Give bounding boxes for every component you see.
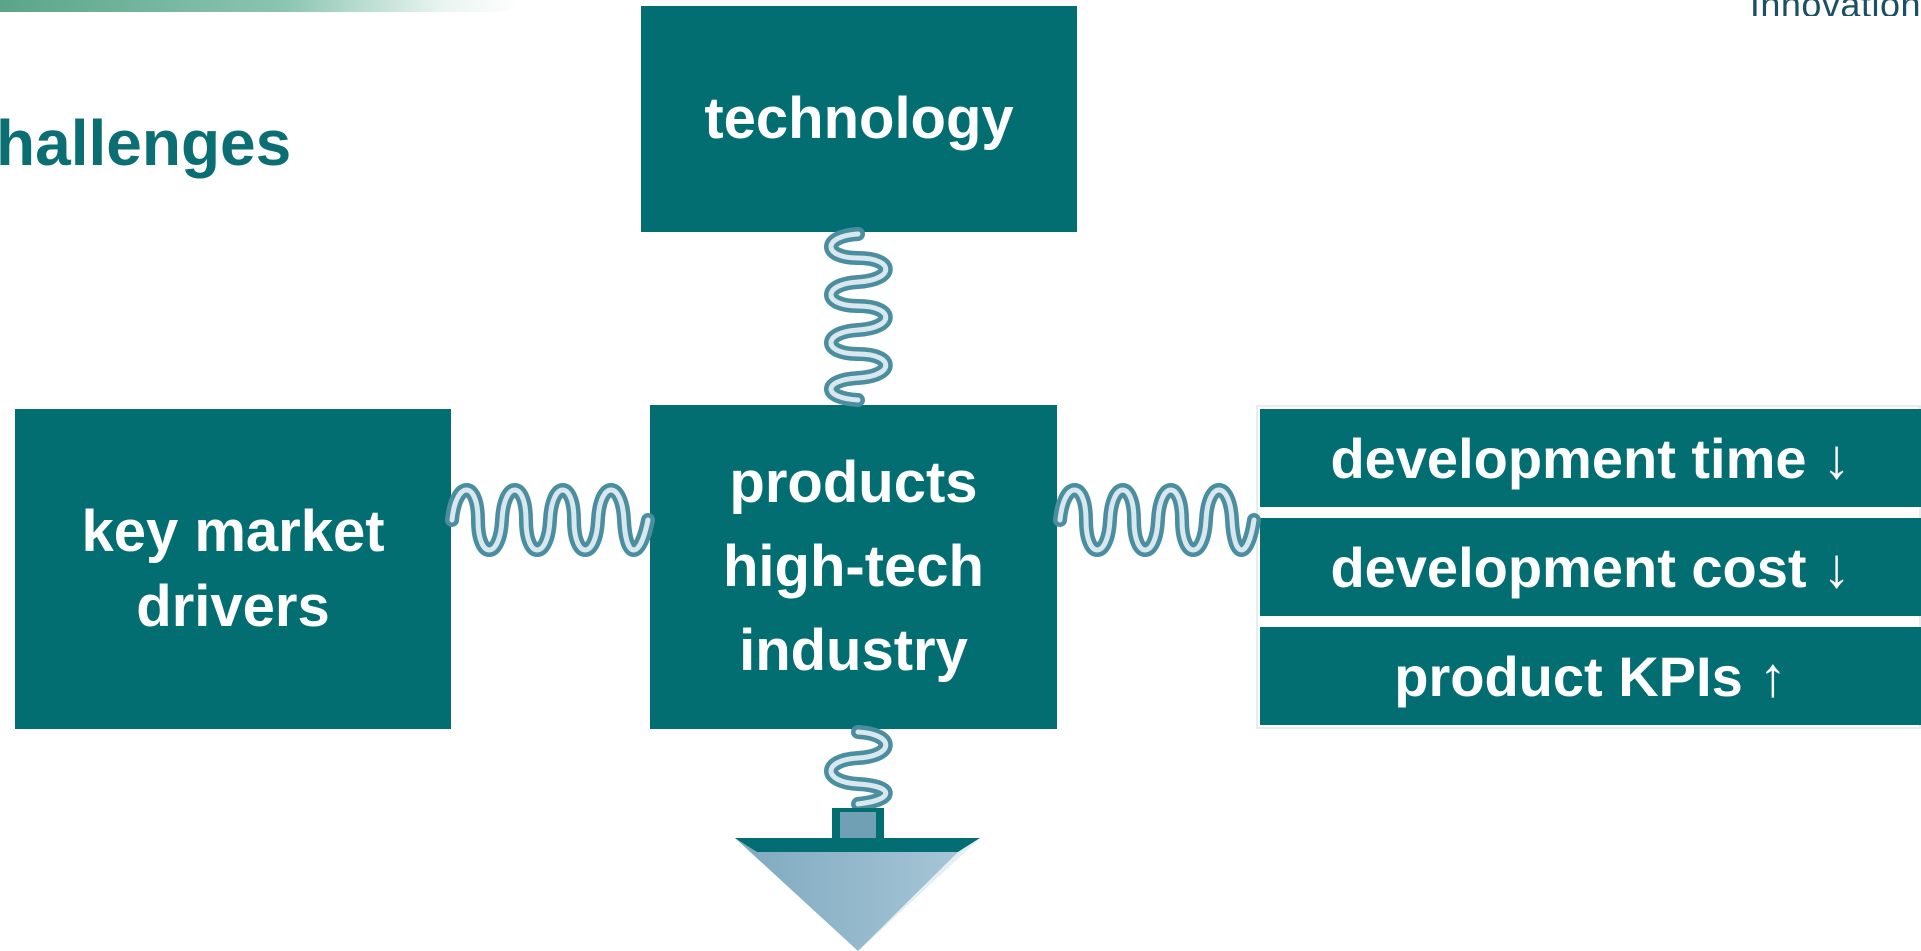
products-box: products high-tech industry [650, 405, 1057, 729]
page-title: hallenges [0, 107, 292, 179]
result-label: product KPIs [1394, 644, 1743, 708]
down-arrow-icon [735, 808, 980, 951]
technology-box: technology [641, 6, 1077, 232]
spring-icon [1053, 483, 1261, 557]
technology-box-label: technology [704, 86, 1014, 152]
spring-icon [824, 725, 893, 811]
result-label: development cost [1330, 535, 1807, 599]
header-accent-band [0, 0, 520, 12]
result-development-time: development time ↓ [1260, 409, 1921, 507]
result-label: development time [1330, 426, 1807, 490]
products-box-label: products high-tech industry [723, 449, 984, 684]
spring-icon [445, 483, 655, 557]
arrow-down-icon: ↓ [1822, 426, 1851, 490]
key-market-drivers-label: key market drivers [81, 498, 385, 639]
result-product-kpis: product KPIs ↑ [1260, 627, 1921, 725]
key-market-drivers-box: key market drivers [15, 409, 451, 729]
arrow-up-icon: ↑ [1758, 644, 1787, 708]
brand-text: Innovation [1750, 0, 1921, 16]
arrow-down-icon: ↓ [1822, 535, 1851, 599]
result-development-cost: development cost ↓ [1260, 518, 1921, 616]
spring-icon [824, 227, 893, 407]
